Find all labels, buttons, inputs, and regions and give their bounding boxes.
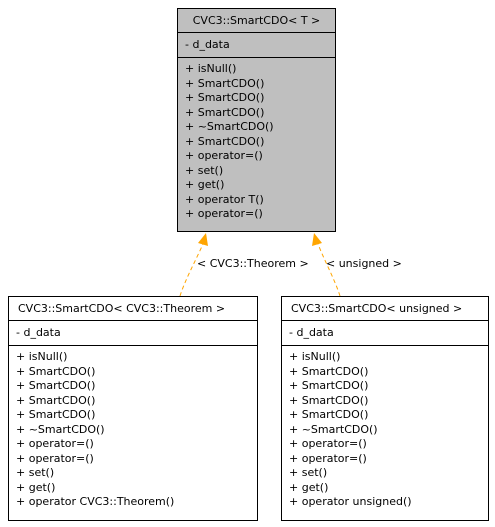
class-smartcdo-theorem[interactable]: CVC3::SmartCDO< CVC3::Theorem > - d_data… [8,296,258,521]
method-item: + SmartCDO() [185,105,265,119]
method-item: + operator=() [16,437,94,450]
method-item: + SmartCDO() [185,76,265,90]
method-item: + ~SmartCDO() [16,422,105,436]
method-item: + isNull() [185,62,237,75]
attributes-section: - d_data [178,33,335,58]
attribute-item: - d_data [185,38,230,51]
edge-theorem-to-root [179,243,204,297]
method-item: + operator=() [16,451,94,465]
method-item: + isNull() [16,350,68,363]
method-item: + operator unsigned() [289,495,412,508]
attribute-item: - d_data [16,326,61,339]
method-item: + SmartCDO() [289,364,369,378]
edge-label-unsigned: < unsigned > [326,257,402,270]
method-item: + set() [16,466,55,479]
class-title: CVC3::SmartCDO< T > [178,9,335,33]
methods-section: + isNull()+ SmartCDO()+ SmartCDO()+ Smar… [178,58,335,226]
method-item: + SmartCDO() [16,393,96,407]
edge-label-theorem: < CVC3::Theorem > [197,257,309,270]
method-item: + operator CVC3::Theorem() [16,495,175,508]
class-smartcdo-unsigned[interactable]: CVC3::SmartCDO< unsigned > - d_data + is… [281,296,489,521]
method-item: + operator=() [289,437,367,450]
methods-section: + isNull()+ SmartCDO()+ SmartCDO()+ Smar… [282,346,488,514]
methods-section: + isNull()+ SmartCDO()+ SmartCDO()+ Smar… [9,346,257,514]
method-item: + operator=() [185,149,263,162]
method-item: + SmartCDO() [185,134,265,148]
arrowhead-theorem [198,233,208,246]
method-item: + operator=() [289,451,367,465]
method-item: + set() [185,163,224,177]
edge-unsigned-to-root [317,243,341,297]
attributes-section: - d_data [9,321,257,346]
method-item: + SmartCDO() [185,91,265,104]
method-item: + isNull() [289,350,341,363]
method-item: + operator=() [185,207,263,220]
attribute-item: - d_data [289,326,334,339]
method-item: + ~SmartCDO() [289,422,378,436]
method-item: + get() [289,480,329,494]
method-item: + get() [16,480,56,494]
method-item: + SmartCDO() [289,393,369,407]
method-item: + get() [185,178,225,191]
class-title: CVC3::SmartCDO< unsigned > [282,297,488,321]
method-item: + set() [289,466,328,479]
method-item: + ~SmartCDO() [185,120,274,133]
method-item: + SmartCDO() [16,364,96,378]
method-item: + SmartCDO() [289,408,369,421]
method-item: + operator T() [185,192,264,206]
method-item: + SmartCDO() [16,408,96,421]
attributes-section: - d_data [282,321,488,346]
class-title: CVC3::SmartCDO< CVC3::Theorem > [9,297,257,321]
class-smartcdo-t[interactable]: CVC3::SmartCDO< T > - d_data + isNull()+… [177,8,336,232]
method-item: + SmartCDO() [16,379,96,392]
arrowhead-unsigned [312,233,322,246]
method-item: + SmartCDO() [289,379,369,392]
